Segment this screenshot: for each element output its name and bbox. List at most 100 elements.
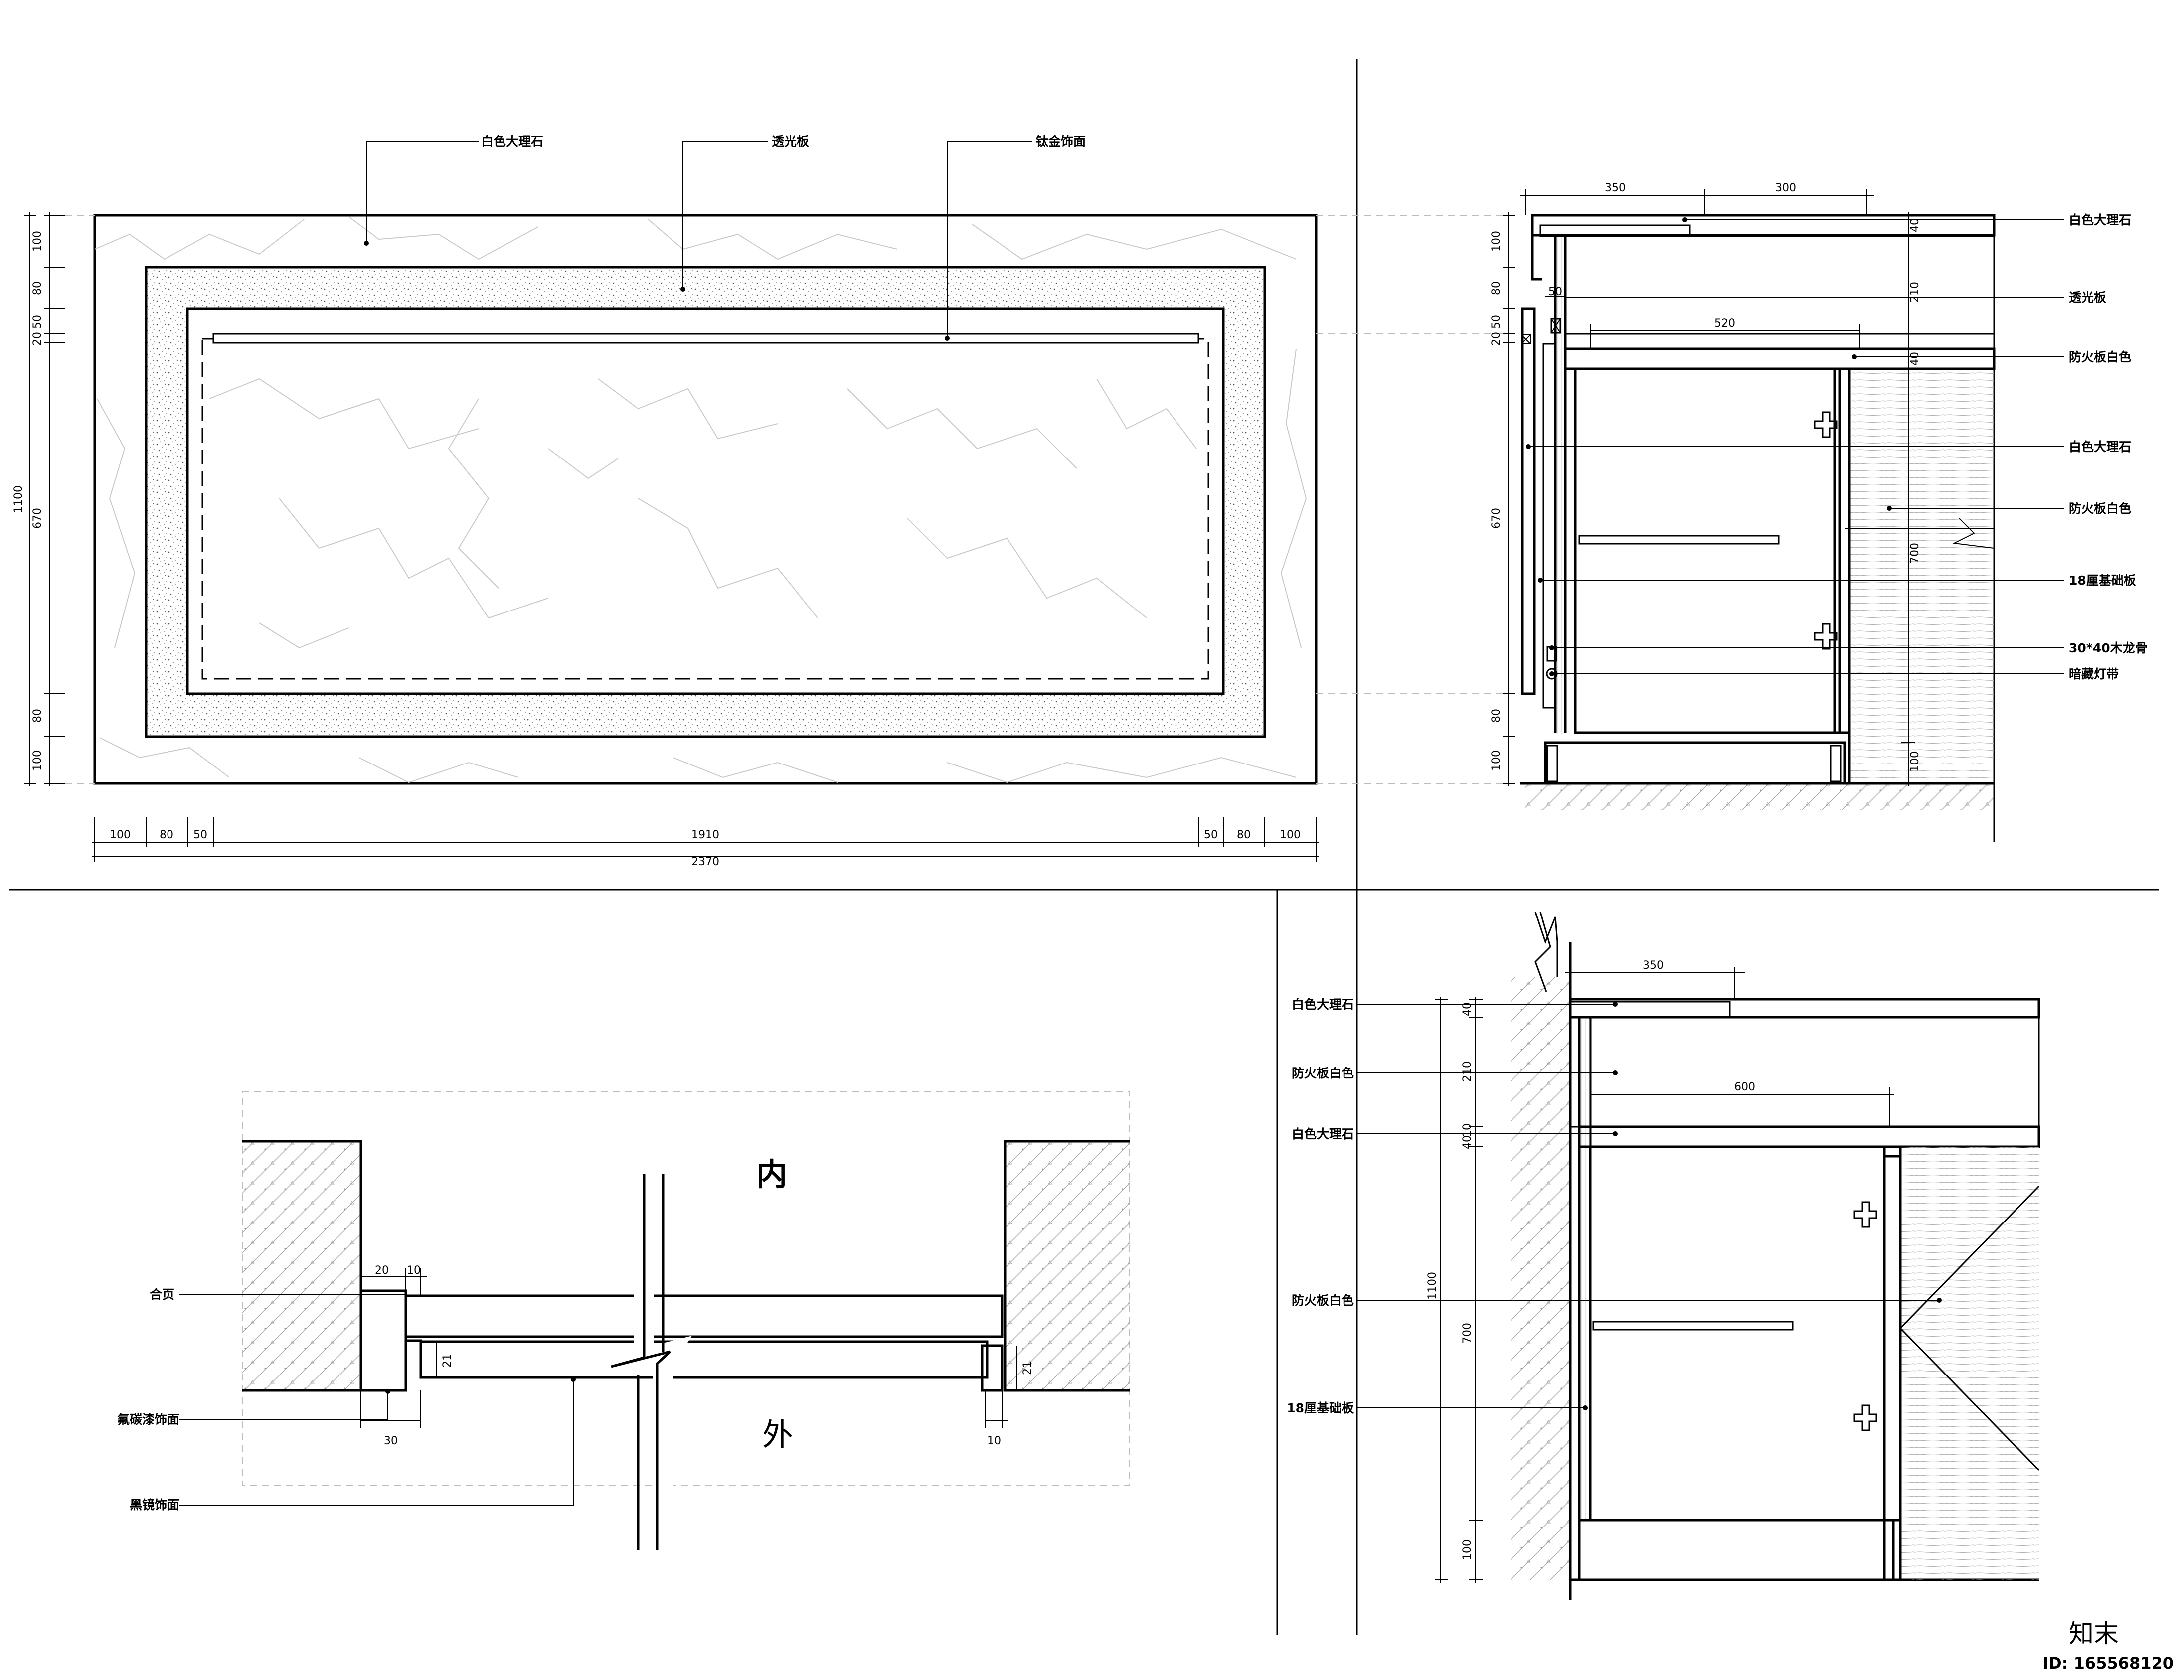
dim-sec-350: 350 bbox=[1605, 182, 1626, 194]
dim-lower-700: 700 bbox=[1461, 1323, 1474, 1344]
dim-bottom-50-right: 50 bbox=[1204, 829, 1218, 841]
inside-label: 内 bbox=[756, 1156, 787, 1193]
dim-sec-left-80-bottom: 80 bbox=[1490, 709, 1503, 723]
sec-label-translucent: 透光板 bbox=[2069, 290, 2106, 305]
marble-veins-inner bbox=[209, 378, 1197, 649]
section-lower: 350 600 40 210 10 40 1100 700 100 bbox=[1287, 912, 2040, 1600]
section-right-dimensions bbox=[1901, 212, 1915, 786]
plan-label-hinge: 合页 bbox=[150, 1287, 174, 1302]
dim-left-20: 20 bbox=[31, 332, 44, 346]
lower-label-fireproof-white-2: 防火板白色 bbox=[1292, 1293, 1354, 1308]
lower-left-dimensions bbox=[1435, 997, 1483, 1583]
lower-top-dimensions bbox=[1565, 967, 1894, 1127]
projection-lines bbox=[1316, 215, 1506, 784]
inner-marble-panel bbox=[186, 307, 1225, 695]
dim-sec-left-50: 50 bbox=[1490, 315, 1503, 329]
break-line-a bbox=[611, 1174, 671, 1550]
dim-sec-50: 50 bbox=[1548, 286, 1562, 298]
lower-leaders bbox=[1356, 1002, 1942, 1410]
mid-shelf bbox=[1564, 347, 1996, 370]
sec-label-fireproof-white-1: 防火板白色 bbox=[2069, 350, 2131, 364]
lower-internal-shelf bbox=[1592, 1321, 1794, 1331]
dim-sec-right-210: 210 bbox=[1909, 282, 1921, 303]
lower-mid-shelf bbox=[1578, 1125, 2040, 1148]
dim-plan-21-right: 21 bbox=[1021, 1361, 1034, 1375]
wall-right bbox=[1004, 1140, 1130, 1392]
plan-dimensions bbox=[360, 1268, 1017, 1428]
dim-sec-right-700: 700 bbox=[1909, 543, 1921, 564]
dim-sec-left-100-bottom: 100 bbox=[1490, 750, 1503, 771]
section-top-dimensions bbox=[1520, 189, 1874, 349]
callout-translucent-panel: 透光板 bbox=[772, 134, 809, 149]
dim-lower-350: 350 bbox=[1643, 959, 1664, 972]
dim-left-1100: 1100 bbox=[12, 485, 25, 513]
internal-shelf bbox=[1578, 535, 1780, 545]
dim-sec-520: 520 bbox=[1714, 317, 1735, 330]
dim-left-80-bottom: 80 bbox=[31, 709, 44, 723]
dim-plan-20: 20 bbox=[375, 1264, 389, 1277]
sec-label-white-marble-top: 白色大理石 bbox=[2069, 213, 2131, 227]
batten-top bbox=[1550, 318, 1561, 334]
lower-hinge-icons bbox=[1853, 1201, 1877, 1431]
sec-label-fireproof-white-2: 防火板白色 bbox=[2069, 501, 2131, 516]
translucent-panel-outline bbox=[145, 266, 1266, 738]
dim-lower-40-mid: 40 bbox=[1461, 1135, 1474, 1149]
marble-veins-outer bbox=[94, 216, 1307, 783]
lower-label-base-board: 18厘基础板 bbox=[1287, 1401, 1354, 1415]
dim-lower-10: 10 bbox=[1461, 1123, 1474, 1137]
hidden-light-outline bbox=[201, 338, 1209, 680]
dim-bottom-80-right: 80 bbox=[1237, 829, 1251, 841]
section-right: 350 300 50 520 100 80 50 20 670 80 100 bbox=[1490, 182, 2148, 842]
dim-sec-left-670: 670 bbox=[1490, 508, 1503, 529]
dim-left-80-top: 80 bbox=[31, 281, 44, 295]
hinge-post bbox=[359, 1289, 407, 1392]
front-callout-leaders bbox=[364, 141, 1032, 341]
dim-plan-10-top: 10 bbox=[407, 1264, 421, 1277]
dim-sec-right-40-top: 40 bbox=[1909, 218, 1921, 232]
dim-left-670: 670 bbox=[31, 508, 44, 529]
dim-lower-600: 600 bbox=[1734, 1081, 1755, 1093]
sheet-dividers bbox=[9, 59, 2159, 1635]
section-translucent-panel bbox=[1521, 307, 1536, 695]
dim-bottom-total-2370: 2370 bbox=[691, 856, 719, 868]
dim-plan-21-left: 21 bbox=[441, 1354, 454, 1368]
lower-label-white-marble-mid: 白色大理石 bbox=[1292, 1127, 1354, 1141]
dim-sec-left-20: 20 bbox=[1490, 332, 1503, 346]
watermark: 知末 ID: 165568120 bbox=[2042, 1619, 2174, 1673]
dim-bottom-80-left: 80 bbox=[160, 829, 173, 841]
lower-cabinet-body bbox=[1589, 1145, 1886, 1522]
plan-label-fluorocarbon: 氟碳漆饰面 bbox=[117, 1412, 179, 1427]
wall-left bbox=[242, 1140, 362, 1392]
dim-plan-30: 30 bbox=[384, 1435, 398, 1447]
dim-lower-1100: 1100 bbox=[1426, 1272, 1439, 1300]
watermark-brand: 知末 bbox=[2069, 1619, 2119, 1648]
sec-label-hidden-light: 暗藏灯带 bbox=[2069, 667, 2119, 681]
sec-label-wood-keel: 30*40木龙骨 bbox=[2069, 641, 2148, 655]
dim-sec-right-40-mid: 40 bbox=[1909, 352, 1921, 366]
section-right-leaders bbox=[1526, 217, 2064, 676]
dim-lower-210: 210 bbox=[1461, 1061, 1474, 1082]
dim-left-50: 50 bbox=[31, 315, 44, 329]
door-panel-outer bbox=[419, 1340, 989, 1379]
dim-plan-10-bottom: 10 bbox=[987, 1435, 1001, 1447]
dim-bottom-1910: 1910 bbox=[691, 829, 719, 841]
dim-bottom-100-right: 100 bbox=[1280, 829, 1301, 841]
dim-sec-left-80-top: 80 bbox=[1490, 281, 1503, 295]
dim-bottom-50-left: 50 bbox=[193, 829, 207, 841]
watermark-id: ID: 165568120 bbox=[2042, 1654, 2174, 1673]
door-panel-inner bbox=[404, 1294, 1004, 1338]
dim-sec-300: 300 bbox=[1775, 182, 1796, 194]
dim-left-100-bottom: 100 bbox=[31, 750, 44, 771]
hinge-icons bbox=[1814, 411, 1838, 650]
sec-label-white-marble-front: 白色大理石 bbox=[2069, 440, 2131, 454]
dim-sec-left-100-top: 100 bbox=[1490, 231, 1503, 252]
plan-leaders bbox=[179, 1294, 576, 1506]
front-elevation: 白色大理石 透光板 钛金饰面 100 80 50 20 1100 670 80 … bbox=[12, 134, 1506, 868]
outside-label: 外 bbox=[762, 1416, 793, 1453]
front-left-dimensions bbox=[24, 212, 95, 786]
cabinet-body bbox=[1574, 367, 1841, 734]
lower-label-fireproof-white-1: 防火板白色 bbox=[1292, 1066, 1354, 1080]
plan-detail: 内 外 20 10 21 21 30 10 bbox=[117, 1091, 1130, 1550]
dim-left-100-top: 100 bbox=[31, 231, 44, 252]
